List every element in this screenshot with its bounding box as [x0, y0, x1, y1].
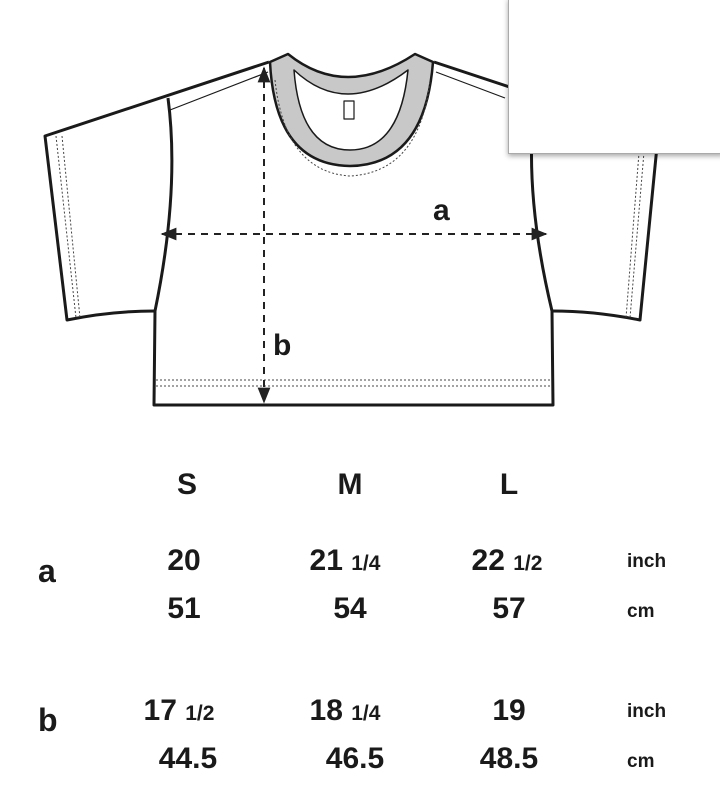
label-a: a — [433, 194, 450, 227]
cell-a-m-inch: 21 1/4 — [309, 544, 381, 577]
size-header-m: M — [337, 468, 363, 501]
cell-a-l-inch: 22 1/2 — [471, 544, 543, 577]
cell-b-l-cm: 48.5 — [479, 742, 539, 775]
cell-a-l-cm: 57 — [492, 592, 526, 625]
size-header-l: L — [499, 468, 519, 501]
unit-cm: cm — [627, 601, 655, 622]
cell-b-m-inch: 18 1/4 — [309, 694, 381, 727]
row-label-b: b — [38, 702, 58, 738]
unit-inch: inch — [627, 551, 667, 572]
unit-inch: inch — [627, 701, 667, 722]
cell-a-s-inch: 20 — [167, 544, 201, 577]
right-sleeve — [433, 60, 660, 322]
size-header-s: S — [176, 468, 197, 501]
cell-a-s-cm: 51 — [167, 592, 201, 625]
left-sleeve — [43, 60, 270, 322]
unit-cm: cm — [627, 751, 655, 772]
shirt-body — [152, 310, 555, 407]
cell-a-m-cm: 54 — [333, 592, 367, 625]
cell-b-m-cm: 46.5 — [325, 742, 385, 775]
label-b: b — [273, 329, 291, 362]
cell-b-l-inch: 19 — [492, 694, 526, 727]
overlay-panel — [508, 0, 720, 154]
cell-b-s-cm: 44.5 — [158, 742, 218, 775]
cell-b-s-inch: 17 1/2 — [143, 694, 215, 727]
row-label-a: a — [38, 553, 56, 589]
tshirt-diagram: a b — [43, 52, 660, 407]
